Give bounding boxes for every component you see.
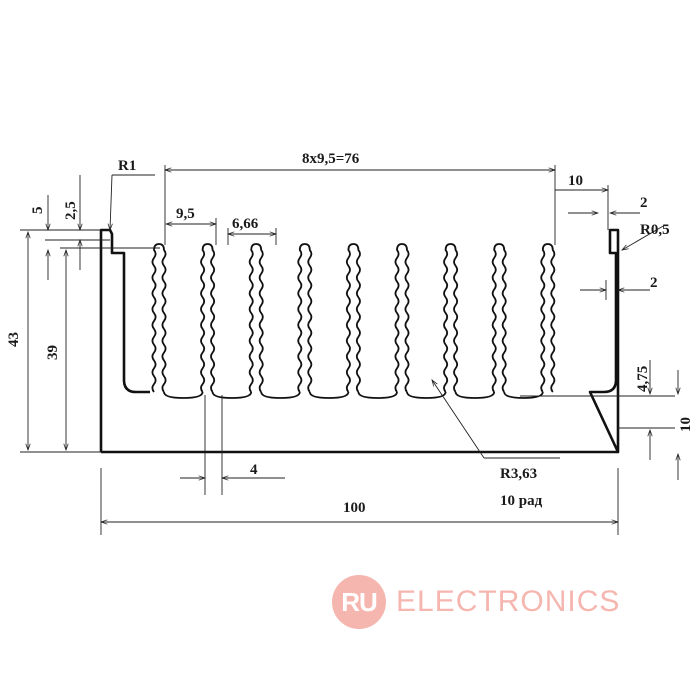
watermark-text: ELECTRONICS bbox=[396, 585, 621, 618]
label-right-offset: 10 bbox=[568, 173, 583, 189]
label-fin-pitch: 9,5 bbox=[176, 206, 195, 222]
fin bbox=[297, 243, 313, 393]
fin bbox=[394, 243, 410, 393]
label-top-step: 5 bbox=[30, 207, 46, 215]
label-overall-width: 100 bbox=[343, 500, 366, 516]
fin bbox=[491, 243, 507, 393]
label-groove-count: 10 рад bbox=[500, 493, 543, 509]
watermark-badge: RU bbox=[332, 575, 386, 629]
label-gap-width: 6,66 bbox=[232, 216, 259, 232]
dimension-lines bbox=[20, 165, 678, 535]
groove-arc bbox=[211, 391, 253, 399]
label-groove-radius: R3,63 bbox=[500, 466, 537, 482]
groove-arc bbox=[503, 391, 544, 399]
watermark: RU ELECTRONICS bbox=[332, 575, 620, 629]
fin bbox=[200, 243, 216, 393]
label-corner-radius-r05: R0,5 bbox=[640, 222, 670, 238]
label-right-lip-width: 2 bbox=[640, 195, 648, 211]
label-base-thickness: 4,75 bbox=[635, 366, 651, 392]
groove-arc bbox=[163, 391, 204, 399]
label-corner-radius-r1: R1 bbox=[118, 158, 136, 174]
label-fin-pitch-total: 8x9,5=76 bbox=[302, 151, 360, 167]
groove-arc bbox=[406, 391, 447, 399]
label-fin-height: 39 bbox=[45, 345, 61, 360]
fin bbox=[151, 243, 167, 393]
fin bbox=[443, 243, 459, 393]
groove-arc bbox=[357, 391, 398, 399]
fin bbox=[345, 243, 361, 393]
label-base-height: 10 bbox=[678, 417, 694, 432]
fin bbox=[248, 243, 264, 393]
label-lip: 2,5 bbox=[63, 201, 79, 220]
fin-group bbox=[151, 243, 556, 399]
heatsink-outline bbox=[99, 228, 620, 454]
groove-arc bbox=[260, 391, 301, 399]
groove-arc bbox=[454, 391, 496, 399]
label-wall-thickness: 2 bbox=[650, 275, 658, 291]
fin bbox=[540, 243, 556, 393]
groove-arc bbox=[308, 391, 350, 399]
label-overall-height: 43 bbox=[6, 332, 22, 347]
label-fin-base: 4 bbox=[250, 462, 258, 478]
